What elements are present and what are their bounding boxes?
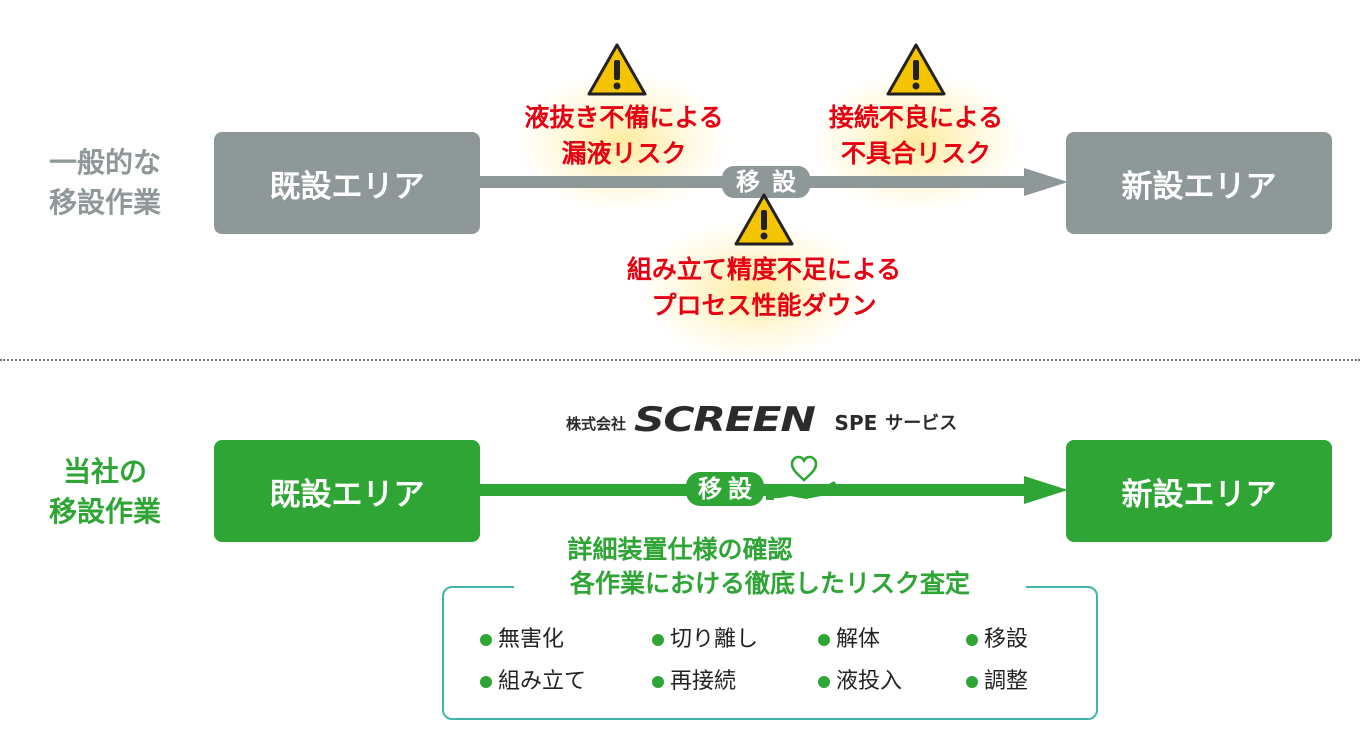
warning-icon — [734, 193, 794, 246]
task-item: 調整 — [966, 667, 1028, 697]
task-item: 液投入 — [818, 667, 902, 697]
general-move-label: 移設 — [722, 166, 810, 198]
brand-suffix: SPE — [834, 411, 878, 435]
ours-move-label: 移設 — [686, 472, 764, 506]
ours-label-line2: 移設作業 — [48, 495, 161, 528]
task-item: 再接続 — [652, 667, 736, 697]
task-item: 移設 — [966, 625, 1028, 655]
general-arrow-head — [1024, 168, 1068, 196]
general-source-area: 既設エリア — [214, 132, 480, 234]
ours-label-line1: 当社の — [62, 455, 147, 488]
company-prefix: 株式会社 — [566, 415, 627, 433]
risk-assembly-line1: 組み立て精度不足による — [626, 255, 902, 284]
ours-source-area: 既設エリア — [214, 440, 480, 542]
risk-connection: 接続不良による 不具合リスク — [786, 100, 1046, 172]
assurance-line2: 各作業における徹底したリスク査定 — [514, 566, 1026, 602]
heart-hand-icon — [766, 455, 837, 500]
risk-connection-line1: 接続不良による — [828, 103, 1004, 132]
warning-icon — [587, 43, 647, 96]
risk-connection-line2: 不具合リスク — [840, 139, 991, 168]
task-item: 組み立て — [480, 667, 586, 697]
bullet-icon — [480, 634, 492, 646]
warning-icon — [886, 43, 946, 96]
ours-target-area: 新設エリア — [1066, 440, 1332, 542]
company-logo: 株式会社 SCREEN SPE サービス — [566, 402, 957, 438]
task-item: 無害化 — [480, 625, 564, 655]
bullet-icon — [652, 676, 664, 688]
bullet-icon — [818, 634, 830, 646]
risk-leak-line1: 液抜き不備による — [524, 103, 724, 132]
ours-arrow-head — [1024, 476, 1068, 504]
ours-row-label: 当社の 移設作業 — [40, 452, 170, 532]
service-label: サービス — [885, 413, 958, 434]
general-row-label: 一般的な 移設作業 — [40, 143, 170, 223]
general-label-line2: 移設作業 — [48, 186, 161, 219]
bullet-icon — [966, 676, 978, 688]
task-item: 解体 — [818, 625, 880, 655]
bullet-icon — [966, 634, 978, 646]
bullet-icon — [480, 676, 492, 688]
section-divider — [0, 359, 1360, 361]
task-item: 切り離し — [652, 625, 758, 655]
bullet-icon — [652, 634, 664, 646]
risk-leak: 液抜き不備による 漏液リスク — [494, 100, 754, 172]
risk-assembly-line2: プロセス性能ダウン — [651, 291, 877, 320]
bullet-icon — [818, 676, 830, 688]
general-target-area: 新設エリア — [1066, 132, 1332, 234]
assurance-line1: 詳細装置仕様の確認 — [567, 535, 793, 564]
risk-assembly: 組み立て精度不足による プロセス性能ダウン — [584, 252, 944, 324]
risk-leak-line2: 漏液リスク — [561, 139, 687, 168]
brand-name: SCREEN — [634, 400, 816, 440]
general-label-line1: 一般的な — [48, 146, 161, 179]
